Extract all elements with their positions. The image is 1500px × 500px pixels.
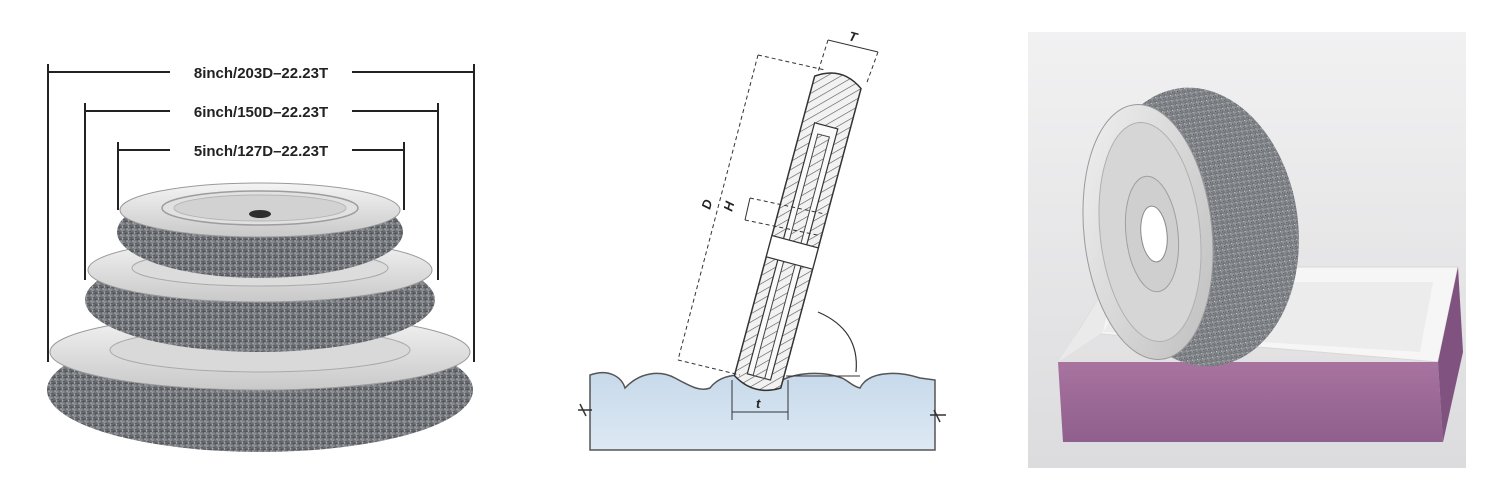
angle-arc <box>817 311 857 373</box>
wheel-sizes-panel: 8inch/203D–22.23T 6inch/150D–22.23T 5inc… <box>0 0 520 500</box>
label-hole: H <box>720 199 737 213</box>
grinding-diagram: D T H t <box>578 28 946 451</box>
label-diameter: D <box>698 197 715 211</box>
technical-diagram-panel: D T H t <box>560 0 980 500</box>
arbor-hole <box>1140 205 1168 263</box>
product-photo <box>1028 32 1466 468</box>
dimension-6inch-label: 6inch/150D–22.23T <box>194 104 328 121</box>
dimension-8inch-label: 8inch/203D–22.23T <box>194 65 328 82</box>
wheel-5inch <box>117 182 403 278</box>
wheel-cross-section <box>733 72 862 392</box>
product-photo-panel <box>1028 32 1466 468</box>
diamond-wheel <box>1082 87 1299 367</box>
arbor-hole <box>249 210 271 218</box>
wheel-stack-illustration: 8inch/203D–22.23T 6inch/150D–22.23T 5inc… <box>47 64 475 452</box>
label-pitch: t <box>756 396 761 411</box>
label-thickness: T <box>847 28 860 45</box>
dimension-5inch-label: 5inch/127D–22.23T <box>194 143 328 160</box>
